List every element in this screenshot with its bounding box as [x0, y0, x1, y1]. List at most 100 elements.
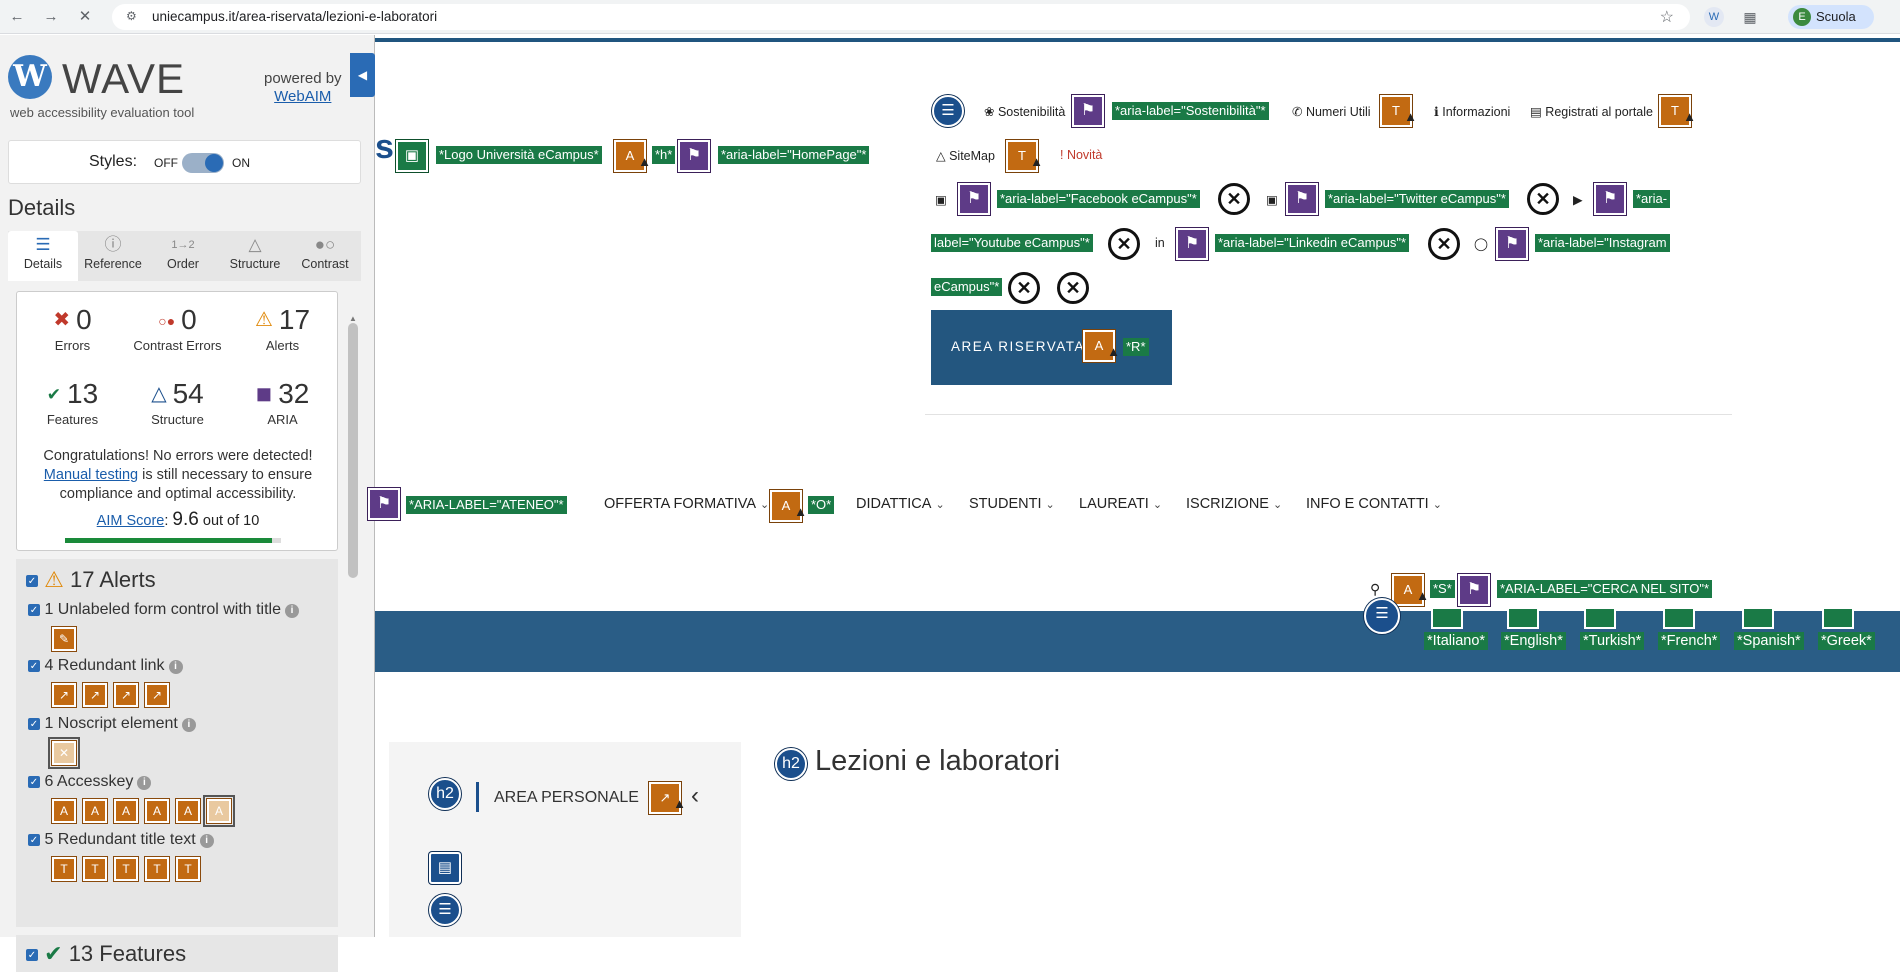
accesskey-alert-icon[interactable]: A▲	[1392, 574, 1429, 606]
flag-alt-icon[interactable]	[1822, 609, 1854, 629]
accesskey-alert-icon[interactable]: A▲	[1083, 330, 1120, 362]
alerts-stat[interactable]: ⚠17 Alerts	[254, 304, 311, 353]
redundant-title-icon[interactable]: T	[52, 857, 76, 881]
redundant-link-icon[interactable]: ↗	[114, 683, 138, 707]
redundant-title-alert-icon[interactable]: T▲	[1380, 95, 1417, 127]
empty-link-icon[interactable]: ✕	[1428, 228, 1460, 260]
chevron-left-icon[interactable]: ‹	[691, 782, 699, 809]
menu-info-contatti[interactable]: INFO E CONTATTI⌄	[1306, 496, 1442, 512]
info-icon[interactable]: i	[181, 718, 196, 732]
empty-link-icon[interactable]: ✕	[1057, 272, 1089, 304]
info-icon[interactable]: i	[199, 834, 214, 848]
close-icon[interactable]: ✕	[78, 8, 92, 25]
aim-score-link[interactable]: AIM Score	[96, 513, 165, 529]
accesskey-alert-icon[interactable]: A▲	[770, 490, 807, 522]
aria-label-icon[interactable]: ⚑	[1072, 95, 1104, 127]
info-icon[interactable]: i	[168, 660, 183, 674]
area-riservata-button[interactable]: AREA RISERVATA A▲ *R*	[931, 310, 1172, 385]
scrollbar[interactable]	[348, 323, 358, 578]
redundant-link-icon[interactable]: ↗	[83, 683, 107, 707]
accesskey-icon[interactable]: A	[52, 799, 76, 823]
empty-link-icon[interactable]: ✕	[1218, 183, 1250, 215]
h2-structure-icon[interactable]: h2	[429, 778, 461, 810]
menu-didattica[interactable]: DIDATTICA⌄	[856, 496, 945, 512]
redundant-title-icon[interactable]: T	[83, 857, 107, 881]
accesskey-icon[interactable]: A	[114, 799, 138, 823]
flag-alt-icon[interactable]	[1663, 609, 1695, 629]
address-bar[interactable]: ⚙ uniecampus.it/area-riservata/lezioni-e…	[112, 4, 1690, 30]
aria-label-icon[interactable]: ⚑	[1496, 228, 1528, 260]
language-italiano[interactable]: *Italiano*	[1424, 632, 1489, 650]
list-structure-icon[interactable]: ☰	[429, 894, 461, 926]
youtube-icon[interactable]: ▶	[1573, 193, 1583, 207]
menu-laureati[interactable]: LAUREATI⌄	[1079, 496, 1163, 512]
aria-label-icon[interactable]: ⚑	[368, 488, 400, 520]
accesskey-icon[interactable]: A	[176, 799, 200, 823]
numeri-utili-link[interactable]: ✆ Numeri Utili	[1292, 105, 1371, 119]
scroll-up-arrow[interactable]: ▲	[349, 314, 357, 323]
profile-button[interactable]: E Scuola	[1788, 5, 1874, 29]
informazioni-link[interactable]: ℹ Informazioni	[1434, 105, 1511, 119]
aria-label-icon[interactable]: ⚑	[958, 183, 990, 215]
accesskey-alert-icon[interactable]: A▲	[614, 140, 651, 172]
aria-label-icon[interactable]: ⚑	[1286, 183, 1318, 215]
menu-iscrizione[interactable]: ISCRIZIONE⌄	[1186, 496, 1283, 512]
alt-text-icon[interactable]: ▣	[396, 140, 428, 172]
accesskey-icon[interactable]: A	[203, 795, 235, 827]
language-english[interactable]: *English*	[1501, 632, 1566, 650]
list-icon[interactable]: ▤	[429, 852, 461, 884]
aria-label-icon[interactable]: ⚑	[1594, 183, 1626, 215]
menu-studenti[interactable]: STUDENTI⌄	[969, 496, 1055, 512]
redundant-link-alert-icon[interactable]: ↗▲	[649, 782, 686, 814]
features-heading[interactable]: ✓ ✔ 13 Features	[26, 941, 187, 966]
collapse-panel-button[interactable]: ◀	[350, 53, 375, 97]
list-structure-icon[interactable]: ☰	[932, 95, 964, 127]
twitter-icon[interactable]: ▣	[1266, 193, 1278, 207]
language-spanish[interactable]: *Spanish*	[1734, 632, 1804, 650]
h2-structure-icon[interactable]: h2	[775, 748, 807, 780]
aria-stat[interactable]: ◼32 ARIA	[255, 378, 310, 427]
tab-structure[interactable]: △Structure	[220, 231, 290, 281]
redundant-title-icon[interactable]: T	[145, 857, 169, 881]
aria-label-icon[interactable]: ⚑	[1176, 228, 1208, 260]
info-icon[interactable]: i	[285, 604, 300, 618]
flag-alt-icon[interactable]	[1431, 609, 1463, 629]
extensions-icon[interactable]: ▦	[1743, 9, 1757, 25]
tab-details[interactable]: ☰Details	[8, 231, 78, 281]
novita-link[interactable]: ! Novità	[1060, 148, 1103, 162]
empty-link-icon[interactable]: ✕	[1527, 183, 1559, 215]
alerts-heading[interactable]: ✓ ⚠ 17 Alerts	[26, 567, 156, 592]
bookmark-star-icon[interactable]: ☆	[1659, 9, 1674, 26]
registrati-link[interactable]: ▤ Registrati al portale	[1530, 105, 1653, 119]
contrast-stat[interactable]: ○●0 Contrast Errors	[133, 304, 222, 353]
tab-contrast[interactable]: ●○Contrast	[290, 231, 360, 281]
aria-label-icon[interactable]: ⚑	[1458, 574, 1490, 606]
language-greek[interactable]: *Greek*	[1818, 632, 1875, 650]
empty-link-icon[interactable]: ✕	[1008, 272, 1040, 304]
empty-link-icon[interactable]: ✕	[1108, 228, 1140, 260]
errors-stat[interactable]: ✖0 Errors	[53, 304, 92, 353]
info-icon[interactable]: i	[137, 776, 152, 790]
forward-icon[interactable]: →	[43, 8, 59, 25]
menu-offerta-formativa[interactable]: OFFERTA FORMATIVA⌄	[604, 496, 770, 512]
redundant-title-alert-icon[interactable]: T▲	[1006, 140, 1043, 172]
url-text[interactable]: uniecampus.it/area-riservata/lezioni-e-l…	[152, 9, 438, 24]
webaim-link[interactable]: WebAIM	[274, 88, 332, 105]
redundant-title-icon[interactable]: T	[114, 857, 138, 881]
accesskey-icon[interactable]: A	[145, 799, 169, 823]
flag-alt-icon[interactable]	[1507, 609, 1539, 629]
language-turkish[interactable]: *Turkish*	[1580, 632, 1645, 650]
sostenibilita-link[interactable]: ❀ Sostenibilità	[984, 105, 1066, 119]
accesskey-icon[interactable]: A	[83, 799, 107, 823]
list-structure-icon[interactable]: ☰	[1364, 598, 1400, 634]
redundant-link-icon[interactable]: ↗	[52, 683, 76, 707]
wave-extension-icon[interactable]: W	[1704, 7, 1724, 27]
styles-toggle[interactable]	[182, 153, 224, 173]
language-french[interactable]: *French*	[1658, 632, 1721, 650]
